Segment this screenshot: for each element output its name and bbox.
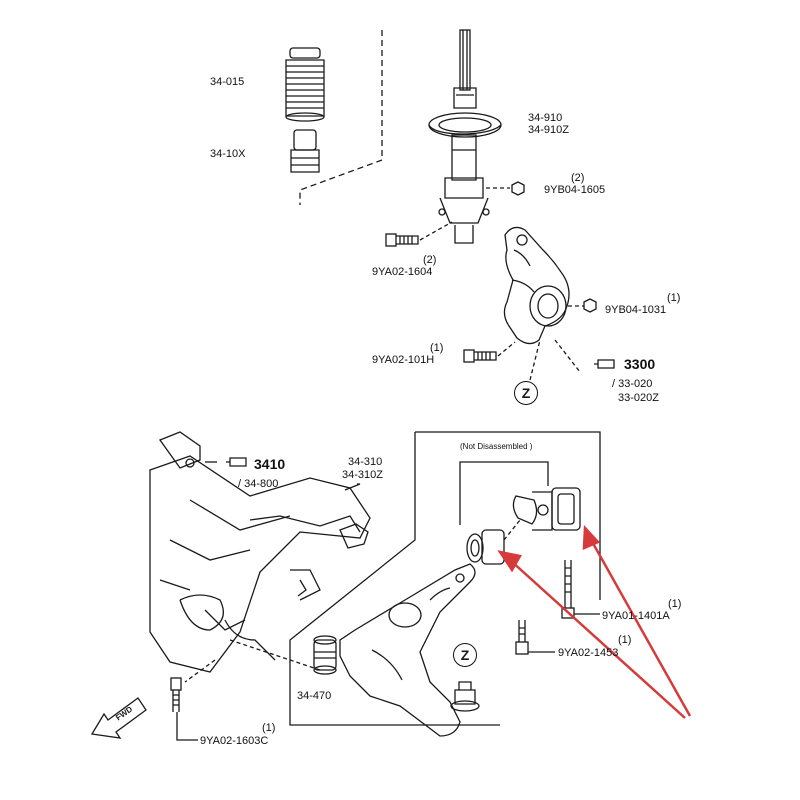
label-ref-33020: / 33-020	[612, 378, 653, 390]
label-bolt-strut-qty: (2)	[423, 254, 437, 266]
label-bolt-front-qty: (1)	[262, 722, 276, 734]
label-bolt-rear: 9YA01-1401A	[602, 610, 670, 622]
label-bump-stop: 34-10X	[210, 148, 246, 160]
nut-top-part	[511, 181, 525, 196]
z-marker-bottom: Z	[453, 643, 477, 667]
label-bolt-mid-qty: (1)	[618, 634, 632, 646]
lower-arm-frame	[289, 431, 601, 726]
label-ref-33020z: 33-020Z	[618, 392, 659, 404]
label-ref-3300: 3300	[624, 356, 656, 372]
label-nut-top: 9YB04-1605	[544, 184, 606, 196]
label-bolt-strut: 9YA02-1604	[372, 266, 433, 278]
bolt-front-part	[170, 677, 182, 712]
label-bushing-front: 34-470	[297, 690, 332, 702]
subframe-part	[149, 431, 371, 673]
bolt-knuckle-part	[463, 349, 497, 363]
dust-boot-part	[285, 47, 325, 122]
lower-control-arm-part	[339, 563, 476, 737]
label-strut-b: 34-910Z	[528, 124, 569, 136]
fwd-arrow-icon	[90, 697, 147, 739]
bolt-strut-part	[385, 233, 419, 247]
pointer-arrows	[497, 524, 692, 719]
label-ref-3410: 3410	[254, 456, 286, 472]
dash-link-top	[299, 30, 383, 205]
bolt-rear-part	[561, 560, 575, 619]
rear-bushing-part	[512, 487, 581, 531]
steering-knuckle-part	[503, 226, 570, 345]
label-nut-top-qty: (2)	[571, 172, 585, 184]
z-marker-top: Z	[514, 381, 538, 405]
label-not-disassembled: (Not Disassembled )	[460, 442, 533, 451]
ref-3300-icon	[594, 359, 615, 369]
strut-assembly-part	[428, 29, 502, 244]
label-bolt-knuckle: 9YA02-101H	[372, 354, 435, 366]
nut-knuckle-part	[583, 298, 597, 313]
label-dust-boot: 34-015	[210, 76, 245, 88]
bolt-mid-part	[515, 620, 529, 655]
front-bushing-rear-part	[466, 529, 505, 565]
ball-joint-part	[450, 681, 480, 712]
label-ref-34800: / 34-800	[238, 478, 279, 490]
front-bushing-part	[313, 635, 337, 675]
bump-stop-part	[290, 129, 320, 173]
label-bolt-mid: 9YA02-1453	[558, 647, 619, 659]
label-bolt-front: 9YA02-1603C	[200, 735, 269, 747]
label-arm-a: 34-310	[348, 456, 383, 468]
not-disassembled-bracket	[459, 461, 549, 525]
ref-3410-icon	[226, 457, 247, 467]
label-strut-a: 34-910	[528, 112, 563, 124]
label-nut-knuckle: 9YB04-1031	[605, 304, 667, 316]
label-bolt-rear-qty: (1)	[668, 598, 682, 610]
label-arm-b: 34-310Z	[342, 469, 383, 481]
label-bolt-knuckle-qty: (1)	[430, 342, 444, 354]
label-nut-knuckle-qty: (1)	[667, 292, 681, 304]
